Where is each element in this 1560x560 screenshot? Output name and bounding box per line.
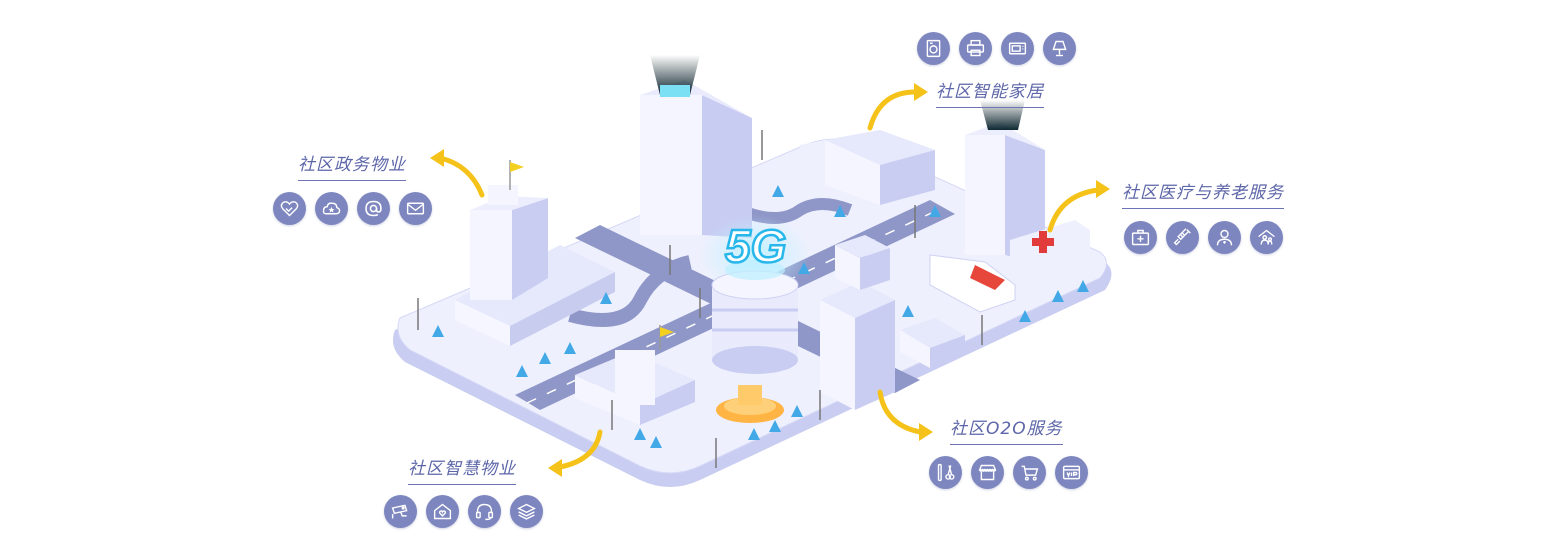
lamp-icon[interactable] xyxy=(1043,32,1076,65)
mail-icon[interactable] xyxy=(399,192,432,225)
handshake-heart-icon[interactable] xyxy=(273,192,306,225)
smart-property-building xyxy=(575,325,695,425)
label-government-property: 社区政务物业 xyxy=(298,150,406,181)
label-smart-home: 社区智能家居 xyxy=(936,77,1044,108)
icons-government-property xyxy=(273,192,432,225)
doctor-icon[interactable] xyxy=(1208,221,1241,254)
washing-machine-icon[interactable] xyxy=(917,32,950,65)
label-o2o-service: 社区O2O服务 xyxy=(950,414,1063,445)
ambulance xyxy=(929,254,1016,313)
trees xyxy=(432,185,1089,448)
vip-card-icon[interactable] xyxy=(1055,456,1088,489)
government-building xyxy=(455,160,615,346)
scissors-icon[interactable] xyxy=(929,456,962,489)
arrow-government xyxy=(437,155,485,198)
5g-hub: 5G xyxy=(700,215,810,374)
label-medical-elderly-care: 社区医疗与养老服务 xyxy=(1122,178,1284,209)
arrow-property xyxy=(557,429,603,470)
housing-building xyxy=(800,130,935,205)
arrow-o2o xyxy=(877,389,923,435)
icons-medical-elderly-care xyxy=(1124,221,1283,254)
cloud-star-icon[interactable] xyxy=(315,192,348,225)
syringe-icon[interactable] xyxy=(1166,221,1199,254)
security-camera-icon[interactable] xyxy=(384,495,417,528)
printer-icon[interactable] xyxy=(959,32,992,65)
hospital-tower xyxy=(965,100,1090,300)
microwave-icon[interactable] xyxy=(1001,32,1034,65)
store-icon[interactable] xyxy=(971,456,1004,489)
office-tower xyxy=(640,55,752,238)
elderly-home-icon[interactable] xyxy=(1250,221,1283,254)
headset-icon[interactable] xyxy=(468,495,501,528)
shopping-cart-icon[interactable] xyxy=(1013,456,1046,489)
arrow-smart-home xyxy=(867,89,918,131)
block-buildings xyxy=(820,235,965,410)
layers-icon[interactable] xyxy=(510,495,543,528)
arrow-heads xyxy=(430,83,1110,477)
icons-o2o-service xyxy=(929,456,1088,489)
arrows xyxy=(437,89,1101,470)
arrow-medical xyxy=(1047,187,1101,233)
fountain xyxy=(716,385,784,423)
lamp-posts xyxy=(417,130,983,468)
home-heart-icon[interactable] xyxy=(426,495,459,528)
first-aid-kit-icon[interactable] xyxy=(1124,221,1157,254)
icons-smart-home xyxy=(917,32,1076,65)
icons-smart-property xyxy=(384,495,543,528)
at-sign-icon[interactable] xyxy=(357,192,390,225)
label-smart-property: 社区智慧物业 xyxy=(408,454,516,485)
5g-text: 5G xyxy=(725,220,786,272)
